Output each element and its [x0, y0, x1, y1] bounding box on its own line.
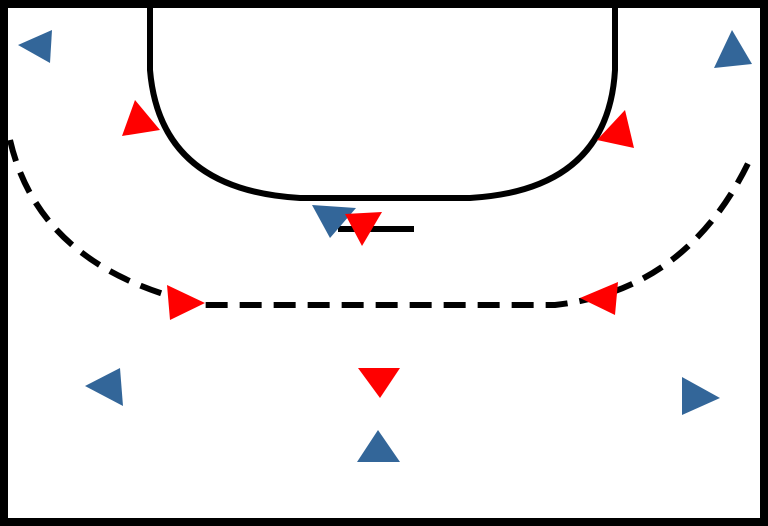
player-blue-pivot[interactable]	[312, 205, 356, 238]
player-red-right-wing[interactable]	[580, 282, 618, 315]
player-red-left-back[interactable]	[122, 100, 160, 136]
player-blue-right-back[interactable]	[682, 377, 720, 415]
free-throw-line	[7, 139, 755, 308]
goal-area-line	[147, 6, 618, 201]
player-red-left-wing[interactable]	[167, 285, 205, 320]
player-red-center[interactable]	[345, 212, 382, 246]
player-red-front[interactable]	[358, 368, 400, 398]
player-blue-center-back[interactable]	[357, 430, 400, 462]
player-blue-left-back[interactable]	[85, 368, 123, 406]
player-red-right-back[interactable]	[597, 110, 634, 148]
player-blue-right-wing[interactable]	[714, 30, 752, 68]
player-blue-left-wing[interactable]	[18, 30, 52, 63]
players	[18, 30, 752, 462]
